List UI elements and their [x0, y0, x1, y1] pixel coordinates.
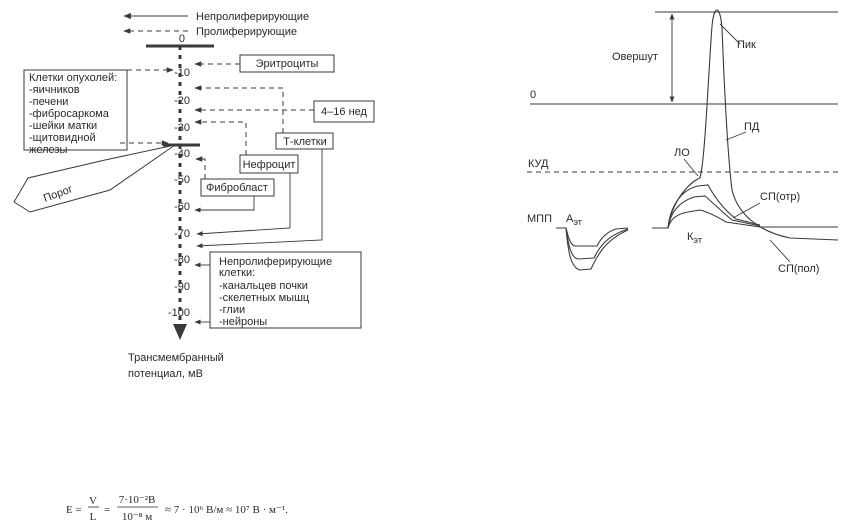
formula-v: V	[89, 495, 97, 507]
tick-label: -90	[174, 281, 190, 293]
anelectrotonic-trace	[565, 227, 629, 271]
t-cells-label: Т-клетки	[283, 136, 326, 148]
mpp-label: МПП	[527, 213, 552, 225]
proliferating-legend-label: Пролиферирующие	[196, 26, 297, 38]
tick-label: -80	[174, 254, 190, 266]
weeks-label: 4–16 нед	[321, 106, 367, 118]
tumor-cells-item: -шейки матки	[29, 120, 97, 132]
nephrocyte-box	[239, 154, 299, 174]
weeks-box	[313, 100, 375, 123]
catelectrotonic-trace	[652, 209, 761, 229]
tick-label: -100	[168, 307, 190, 319]
kud-label: КУД	[528, 158, 549, 170]
t-cells-nonprolif-arrow	[196, 149, 323, 249]
tick-label: 0	[179, 33, 185, 45]
tumor-cells-item: -яичников	[29, 84, 80, 96]
peak-label: Пик	[737, 39, 756, 51]
formula-e: E =	[66, 504, 82, 516]
overshoot-label: Овершут	[612, 51, 658, 63]
membrane-potential-scale-diagram: Непролиферирующие Пролиферирующие 0 -10 …	[13, 11, 375, 380]
threshold-pointer	[13, 144, 176, 213]
tick-label: -40	[174, 148, 190, 160]
nonprolif-cells-item: -канальцев почки	[219, 280, 308, 292]
nonprolif-cells-title1: Непролиферирующие	[219, 256, 332, 268]
catelectrotonic-trace	[667, 184, 761, 229]
tumor-cells-item: -фибросаркома	[29, 108, 110, 120]
tumor-cells-item: -печени	[29, 96, 68, 108]
t-cells-prolif-arrow	[194, 85, 284, 133]
lo-label: ЛО	[674, 147, 690, 159]
nonprolif-cells-item: -глии	[219, 304, 245, 316]
tick-label: -50	[174, 174, 190, 186]
sp-pos-label: СП(пол)	[778, 263, 819, 275]
ap-label: ПД	[744, 121, 760, 133]
axis-title-line2: потенциал, мВ	[128, 368, 203, 380]
a-et-label: Аэт	[566, 213, 582, 227]
peak-leader	[719, 23, 741, 45]
nephrocyte-nonprolif-arrow	[196, 173, 291, 237]
tick-label: -20	[174, 95, 190, 107]
action-potential-diagram: Овершут Пик 0 ПД ЛО КУД МПП Аэт Кэт СП(о…	[527, 9, 839, 275]
tumor-cells-title: Клетки опухолей:	[29, 72, 117, 84]
formula-rest: ≈ 7 · 10⁶ В/м ≈ 10⁷ В · м⁻¹.	[165, 504, 288, 516]
tick-label: -30	[174, 122, 190, 134]
nonprolif-cells-item: -скелетных мышц	[219, 292, 310, 304]
sp-neg-leader	[732, 202, 761, 219]
anelectrotonic-trace	[556, 227, 629, 247]
nephrocyte-prolif-arrow	[194, 119, 247, 155]
zero-label: 0	[530, 89, 536, 101]
tick-label: -10	[174, 67, 190, 79]
nonprolif-cells-box	[209, 251, 362, 329]
catelectrotonic-trace	[667, 195, 761, 229]
field-strength-formula: E = V L = 7·10⁻²В 10⁻⁸ м ≈ 7 · 10⁶ В/м ≈…	[66, 494, 288, 523]
fibroblast-label: Фибробласт	[206, 182, 268, 194]
erythrocytes-label: Эритроциты	[256, 58, 319, 70]
tumor-cells-box	[23, 69, 128, 151]
fibroblast-nonprolif-arrow	[194, 196, 255, 213]
formula-numerator: 7·10⁻²В	[119, 494, 156, 506]
formula-l: L	[90, 511, 97, 523]
tumor-cells-item: железы	[29, 144, 67, 156]
t-cells-box	[275, 132, 334, 150]
fibroblast-box	[200, 178, 275, 197]
nephrocyte-label: Нефроцит	[243, 159, 296, 171]
axis-title-line1: Трансмембранный	[128, 352, 224, 364]
formula-denominator: 10⁻⁸ м	[122, 511, 152, 523]
nonprolif-cells-item: -нейроны	[219, 316, 267, 328]
action-potential-trace	[667, 9, 839, 241]
ap-leader	[725, 131, 747, 141]
tumor-cells-item: -щитовидной	[29, 132, 96, 144]
nonproliferating-legend-label: Непролиферирующие	[196, 11, 309, 23]
tick-label: -60	[174, 201, 190, 213]
tick-label: -70	[174, 228, 190, 240]
fibroblast-prolif-arrow	[195, 156, 206, 179]
sp-neg-label: СП(отр)	[760, 191, 800, 203]
k-et-label: Кэт	[687, 231, 702, 245]
axis-arrowhead	[173, 324, 187, 340]
formula-equals: =	[104, 504, 110, 516]
lo-leader	[683, 158, 699, 177]
anelectrotonic-trace	[565, 227, 629, 260]
nonprolif-cells-title2: клетки:	[219, 267, 255, 279]
sp-pos-leader	[769, 239, 791, 263]
